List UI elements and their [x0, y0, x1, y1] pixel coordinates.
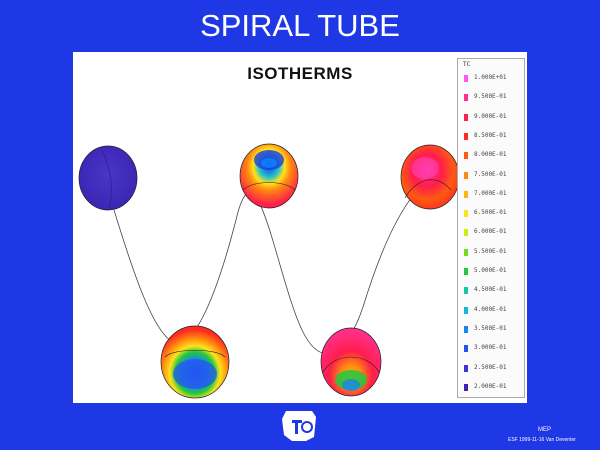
legend-label: 6.000E-01: [474, 228, 507, 236]
cross-section-1: [78, 145, 138, 211]
legend-item: 6.500E-01: [464, 208, 522, 218]
temperature-legend: TC 1.000E+01 9.500E-01 9.000E-01 8.500E-01 8…: [457, 58, 525, 398]
legend-item: 5.500E-01: [464, 247, 522, 257]
legend-swatch: [464, 364, 468, 372]
legend-swatch: [464, 113, 468, 121]
legend-swatch: [464, 306, 468, 314]
legend-label: 7.000E-01: [474, 189, 507, 197]
legend-item: 9.500E-01: [464, 92, 522, 102]
legend-swatch: [464, 287, 468, 295]
legend-item: 2.000E-01: [464, 382, 522, 392]
legend-label: 2.500E-01: [474, 363, 507, 371]
legend-label: 8.000E-01: [474, 151, 507, 159]
legend-item: 1.000E+01: [464, 73, 522, 83]
legend-swatch: [464, 132, 468, 140]
cross-section-3: [400, 144, 460, 210]
legend-swatch: [464, 229, 468, 237]
legend-swatch: [464, 171, 468, 179]
legend-item: 4.500E-01: [464, 285, 522, 295]
cross-section-2: [239, 143, 299, 209]
legend-swatch: [464, 325, 468, 333]
legend-item: 9.000E-01: [464, 112, 522, 122]
legend-item: 8.500E-01: [464, 131, 522, 141]
legend-label: 3.000E-01: [474, 344, 507, 352]
cross-section-5: [320, 327, 382, 397]
cross-section-4: [160, 325, 230, 399]
legend-label: 5.000E-01: [474, 267, 507, 274]
legend-item: 7.500E-01: [464, 170, 522, 180]
legend-item: 8.000E-01: [464, 150, 522, 160]
legend-label: 6.500E-01: [474, 209, 507, 217]
legend-item: 5.000E-01: [464, 266, 522, 276]
legend-label: 4.000E-01: [474, 305, 507, 313]
legend-item: 6.000E-01: [464, 227, 522, 237]
legend-swatch: [464, 152, 468, 160]
legend-swatch: [464, 268, 468, 275]
figure-title: ISOTHERMS: [247, 64, 353, 83]
isotherm-figure: ISOTHERMS TC 1.000E+01 9.500E-01 9.000E-01…: [73, 52, 527, 403]
legend-label: 7.500E-01: [474, 170, 507, 178]
slide-title: SPIRAL TUBE: [200, 8, 400, 43]
legend-item: 3.000E-01: [464, 343, 522, 353]
legend-item: 3.500E-01: [464, 324, 522, 334]
footer-code: MEP: [538, 427, 552, 433]
legend-swatch: [464, 94, 468, 102]
legend-swatch: [464, 248, 468, 256]
footer-reference: ESF 1999-11-16 Van Deventer: [508, 437, 576, 443]
legend-item: 2.500E-01: [464, 363, 522, 373]
legend-title: TC: [463, 61, 471, 68]
legend-item: 7.000E-01: [464, 189, 522, 199]
legend-label: 4.500E-01: [474, 286, 507, 294]
legend-item: 4.000E-01: [464, 305, 522, 315]
legend-label: 8.500E-01: [474, 131, 507, 139]
legend-swatch: [464, 75, 468, 82]
legend-swatch: [464, 383, 468, 391]
txo-logo-icon: [282, 411, 316, 441]
legend-label: 3.500E-01: [474, 324, 507, 332]
legend-swatch: [464, 190, 468, 198]
legend-swatch: [464, 210, 468, 218]
legend-label: 5.500E-01: [474, 247, 507, 255]
legend-swatch: [464, 345, 468, 353]
legend-label: 9.000E-01: [474, 112, 507, 120]
spiral-tube-diagram: [78, 143, 460, 399]
legend-label: 1.000E+01: [474, 74, 507, 81]
legend-label: 2.000E-01: [474, 382, 507, 390]
legend-label: 9.500E-01: [474, 93, 507, 101]
